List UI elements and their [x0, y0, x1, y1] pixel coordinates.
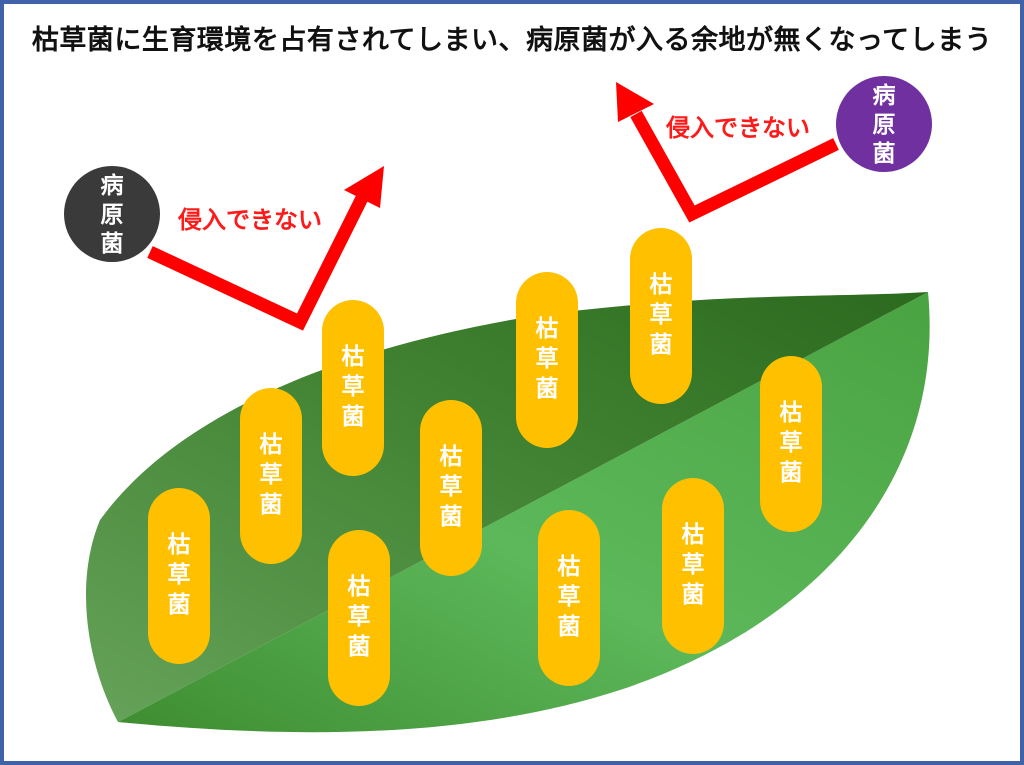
- pathogen-right: 病 原 菌: [836, 76, 932, 172]
- svg-text:草: 草: [558, 584, 581, 610]
- svg-text:枯: 枯: [168, 532, 191, 558]
- bacterium: 枯 草 菌: [662, 478, 724, 654]
- svg-text:菌: 菌: [260, 492, 283, 518]
- svg-text:草: 草: [650, 302, 673, 328]
- pathogen-right-char-3: 菌: [873, 141, 896, 167]
- blocked-arrow-left: [147, 166, 384, 331]
- svg-text:菌: 菌: [342, 404, 365, 430]
- svg-text:枯: 枯: [682, 522, 705, 548]
- svg-text:草: 草: [260, 462, 283, 488]
- blocked-label-right: 侵入できない: [665, 114, 810, 142]
- svg-text:菌: 菌: [348, 634, 371, 660]
- bacterium: 枯 草 菌: [322, 300, 384, 476]
- bacterium: 枯 草 菌: [240, 388, 302, 564]
- svg-text:草: 草: [440, 474, 463, 500]
- svg-text:菌: 菌: [780, 460, 803, 486]
- leaf-upper-half: [86, 292, 928, 722]
- diagram-title: 枯草菌に生育環境を占有されてしまい、病原菌が入る余地が無くなってしまう: [31, 25, 993, 56]
- svg-text:草: 草: [780, 430, 803, 456]
- pathogen-right-char-1: 病: [873, 82, 896, 109]
- bacterium: 枯 草 菌: [328, 530, 390, 706]
- svg-text:草: 草: [536, 346, 559, 372]
- pathogen-left-char-1: 病: [101, 172, 124, 199]
- svg-text:枯: 枯: [558, 554, 581, 580]
- bacterium: 枯 草 菌: [420, 400, 482, 576]
- bacterium: 枯 草 菌: [148, 488, 210, 664]
- pathogen-left: 病 原 菌: [64, 166, 160, 262]
- leaf-lower-half: [118, 292, 930, 733]
- svg-text:菌: 菌: [558, 614, 581, 640]
- pathogen-left-char-2: 原: [101, 202, 124, 228]
- bacterium: 枯 草 菌: [538, 510, 600, 686]
- svg-text:草: 草: [342, 374, 365, 400]
- svg-text:枯: 枯: [780, 400, 803, 426]
- svg-text:菌: 菌: [682, 582, 705, 608]
- svg-text:菌: 菌: [650, 332, 673, 358]
- blocked-arrow-right: [616, 82, 839, 223]
- svg-text:草: 草: [168, 562, 191, 588]
- svg-text:枯: 枯: [348, 574, 371, 600]
- svg-text:草: 草: [348, 604, 371, 630]
- svg-text:枯: 枯: [440, 444, 463, 470]
- bacterium: 枯 草 菌: [516, 272, 578, 448]
- svg-text:枯: 枯: [536, 316, 559, 342]
- bacterium: 枯 草 菌: [760, 356, 822, 532]
- pathogen-left-char-3: 菌: [101, 231, 124, 257]
- svg-text:枯: 枯: [650, 272, 673, 298]
- bacterium: 枯 草 菌: [630, 228, 692, 404]
- pathogen-right-char-2: 原: [873, 112, 896, 138]
- svg-text:菌: 菌: [536, 376, 559, 402]
- svg-text:菌: 菌: [440, 504, 463, 530]
- leaf: [86, 292, 930, 733]
- svg-text:草: 草: [682, 552, 705, 578]
- blocked-label-left: 侵入できない: [177, 206, 322, 234]
- svg-text:枯: 枯: [260, 432, 283, 458]
- bacteria-group: 枯 草 菌 枯 草 菌 枯 草 菌 枯 草 菌 枯 草 菌: [148, 228, 822, 706]
- svg-text:菌: 菌: [168, 592, 191, 618]
- svg-text:枯: 枯: [342, 344, 365, 370]
